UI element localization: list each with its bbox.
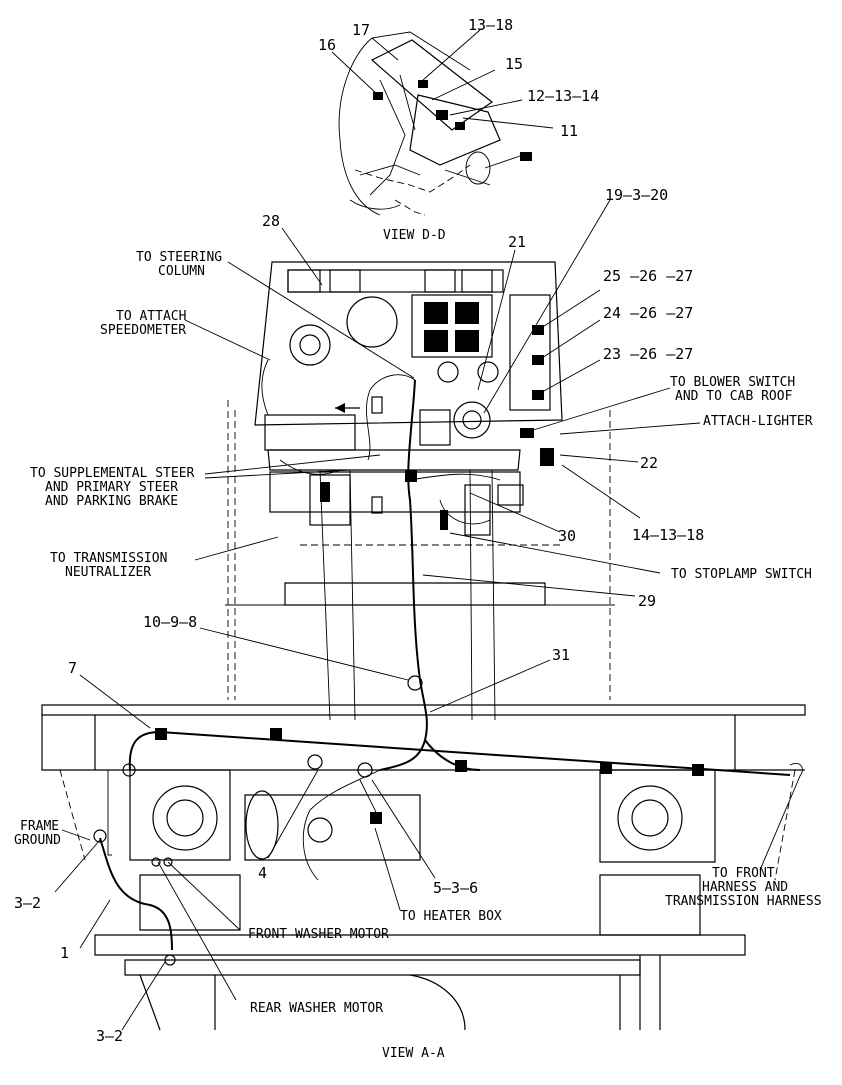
blower-switch-label: TO BLOWER SWITCH: [670, 375, 795, 390]
callout-10-9-8: 10–9–8: [143, 613, 197, 631]
supplemental-steer-label-3: AND PARKING BRAKE: [45, 494, 178, 509]
speedometer-label: TO ATTACH: [116, 309, 186, 324]
front-harness-label-2: HARNESS AND: [702, 880, 788, 895]
callout-numbers: 17 16 13–18 15 12–13–14 11 28 19–3–20 21…: [14, 16, 704, 1045]
callout-13-18: 13–18: [468, 16, 513, 34]
chassis-drawing: [41, 675, 806, 1031]
view-d-d-drawing: [338, 31, 532, 216]
frame-ground-label-2: GROUND: [14, 833, 61, 848]
text-labels: VIEW D-D VIEW A-A TO STEERING COLUMN TO …: [14, 228, 822, 1061]
callout-22: 22: [640, 454, 658, 472]
supplemental-steer-label: TO SUPPLEMENTAL STEER: [30, 466, 195, 481]
view-a-a-label: VIEW A-A: [382, 1046, 445, 1061]
callout-31: 31: [552, 646, 570, 664]
steering-column-label-2: COLUMN: [158, 264, 205, 279]
supplemental-steer-label-2: AND PRIMARY STEER: [45, 480, 178, 495]
front-washer-motor-label: FRONT WASHER MOTOR: [248, 927, 389, 942]
callout-7: 7: [68, 659, 77, 677]
callout-16: 16: [318, 36, 336, 54]
lighter-label: ATTACH-LIGHTER: [703, 414, 813, 429]
callout-15: 15: [505, 55, 523, 73]
callout-28: 28: [262, 212, 280, 230]
transmission-neutralizer-label-2: NEUTRALIZER: [65, 565, 151, 580]
callout-23-26-27: 23 –26 –27: [603, 345, 693, 363]
steering-column-label: TO STEERING: [136, 250, 222, 265]
callout-11: 11: [560, 122, 578, 140]
dashboard-drawing: [225, 261, 615, 771]
callout-24-26-27: 24 –26 –27: [603, 304, 693, 322]
callout-14-13-18: 14–13–18: [632, 526, 704, 544]
front-harness-label-3: TRANSMISSION HARNESS: [665, 894, 822, 909]
transmission-neutralizer-label: TO TRANSMISSION: [50, 551, 167, 566]
frame-ground-label: FRAME: [20, 819, 59, 834]
callout-4: 4: [258, 864, 267, 882]
callout-17: 17: [352, 21, 370, 39]
front-harness-label: TO FRONT: [712, 866, 775, 881]
rear-washer-motor-label: REAR WASHER MOTOR: [250, 1001, 383, 1016]
heater-box-label: TO HEATER BOX: [400, 909, 502, 924]
callout-5-3-6: 5–3–6: [433, 879, 478, 897]
callout-21: 21: [508, 233, 526, 251]
blower-switch-label-2: AND TO CAB ROOF: [675, 389, 793, 404]
stoplamp-switch-label: TO STOPLAMP SWITCH: [671, 567, 812, 582]
callout-25-26-27: 25 –26 –27: [603, 267, 693, 285]
view-d-d-label: VIEW D-D: [383, 228, 446, 243]
callout-3-2-a: 3–2: [14, 894, 41, 912]
speedometer-label-2: SPEEDOMETER: [100, 323, 186, 338]
callout-3-2-b: 3–2: [96, 1027, 123, 1045]
callout-19-3-20: 19–3–20: [605, 186, 668, 204]
callout-12-13-14: 12–13–14: [527, 87, 599, 105]
callout-29: 29: [638, 592, 656, 610]
callout-30: 30: [558, 527, 576, 545]
callout-1: 1: [60, 944, 69, 962]
leader-lines: [54, 29, 801, 1031]
